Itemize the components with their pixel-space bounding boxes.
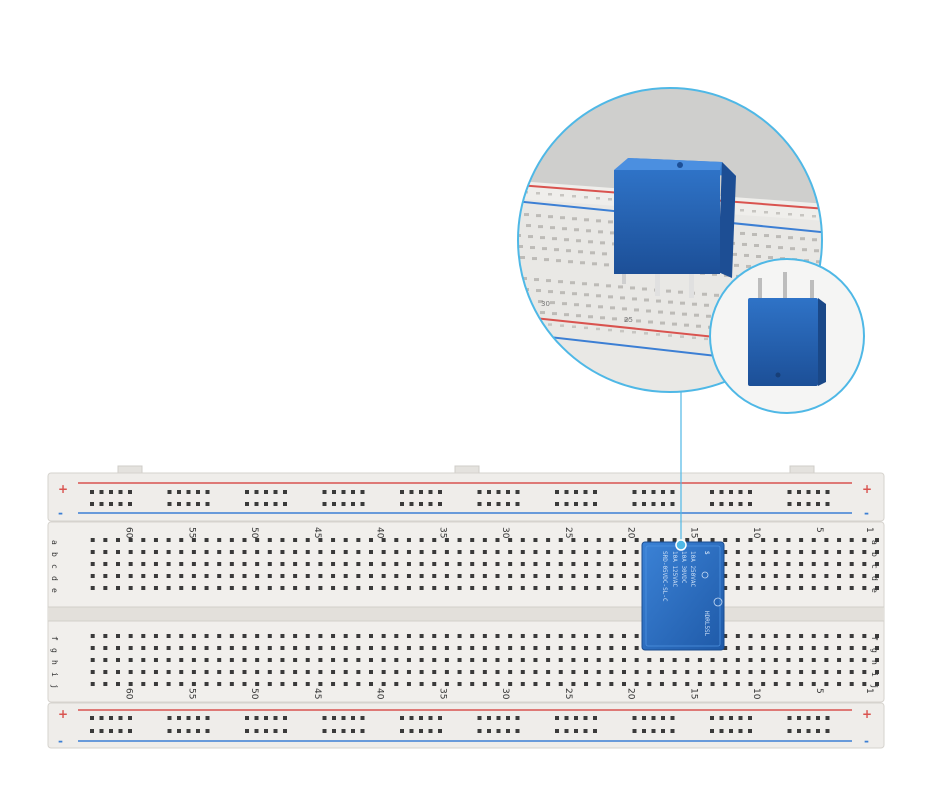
column-number-10: 10 [751, 527, 761, 539]
bottom-rail-plus-right: + [862, 707, 872, 721]
relay-text-3: 10A 125VAC [671, 551, 678, 588]
top-power-rail [47, 472, 885, 522]
column-number-1: 1 [864, 527, 874, 533]
top-rail-plus-left: + [58, 482, 68, 496]
column-numbers-bottom: 60 55 50 45 40 35 30 25 20 15 10 5 1 [124, 688, 874, 700]
column-number-25: 25 [563, 688, 573, 699]
column-number-60: 60 [124, 688, 134, 700]
row-letter-c: c [870, 564, 879, 569]
row-letter-i: i [870, 672, 879, 677]
relay-text-1: 10A 250VAC [689, 551, 696, 588]
row-letter-c: c [50, 564, 59, 569]
column-number-10: 10 [751, 688, 761, 700]
column-number-55: 55 [186, 688, 196, 699]
zoom-number-25: 25 [624, 316, 633, 324]
column-number-45: 45 [312, 688, 322, 699]
row-letter-g: g [870, 648, 879, 653]
column-number-20: 20 [626, 688, 636, 700]
zoom-number-30: 30 [541, 300, 550, 308]
column-number-50: 50 [249, 527, 259, 539]
row-letter-h: h [50, 660, 59, 665]
relay-cube-zoom [614, 158, 736, 298]
row-letter-b: b [50, 552, 59, 557]
column-number-30: 30 [500, 688, 510, 700]
column-number-15: 15 [688, 688, 698, 699]
row-letter-f: f [870, 636, 879, 641]
column-number-50: 50 [249, 688, 259, 700]
relay-model: SRD-05VDC-SL-C [661, 551, 668, 602]
column-number-15: 15 [688, 527, 698, 538]
column-number-35: 35 [437, 527, 447, 538]
center-channel [48, 607, 884, 621]
top-rail-minus-right: - [864, 506, 869, 520]
bottom-power-rail [47, 702, 885, 749]
callout-dot [675, 539, 687, 551]
row-letter-d: d [50, 576, 59, 581]
column-number-40: 40 [375, 527, 385, 539]
row-letter-j: j [870, 684, 879, 689]
row-letter-b: b [870, 552, 879, 557]
column-number-30: 30 [500, 527, 510, 539]
row-letter-i: i [50, 672, 59, 677]
row-letter-a: a [50, 540, 59, 545]
row-letter-e: e [50, 588, 59, 593]
row-letter-f: f [50, 636, 59, 641]
row-letter-d: d [870, 576, 879, 581]
row-letters: a b c d e f g h i j a b c d e f g h i j [50, 540, 879, 689]
row-letter-e: e [870, 588, 879, 593]
column-number-25: 25 [563, 527, 573, 538]
relay-module[interactable]: S 10A 250VAC 10A 30VDC 10A 125VAC SRD-05… [641, 541, 725, 651]
column-number-60: 60 [124, 527, 134, 539]
relay-text-2: 10A 30VDC [680, 551, 687, 584]
row-letter-j: j [50, 684, 59, 689]
column-number-45: 45 [312, 527, 322, 538]
column-number-40: 40 [375, 688, 385, 700]
column-number-55: 55 [186, 527, 196, 538]
relay-brand-mark: S [703, 551, 710, 555]
zoom-view-small [709, 258, 865, 414]
column-number-35: 35 [437, 688, 447, 699]
column-numbers-top: 60 55 50 45 40 35 30 25 20 15 10 5 1 [124, 527, 874, 539]
row-letter-g: g [50, 648, 59, 653]
row-letter-a: a [870, 540, 879, 545]
row-letter-h: h [870, 660, 879, 665]
bottom-rail-minus-right: - [864, 734, 869, 748]
bottom-rail-plus-left: + [58, 707, 68, 721]
column-number-5: 5 [814, 527, 824, 533]
relay-side-code: HDRL5SL [703, 611, 710, 637]
top-rail-minus-left: - [58, 506, 63, 520]
top-rail-plus-right: + [862, 482, 872, 496]
bottom-rail-minus-left: - [58, 734, 63, 748]
column-number-5: 5 [814, 688, 824, 694]
column-number-1: 1 [864, 688, 874, 694]
column-number-20: 20 [626, 527, 636, 539]
